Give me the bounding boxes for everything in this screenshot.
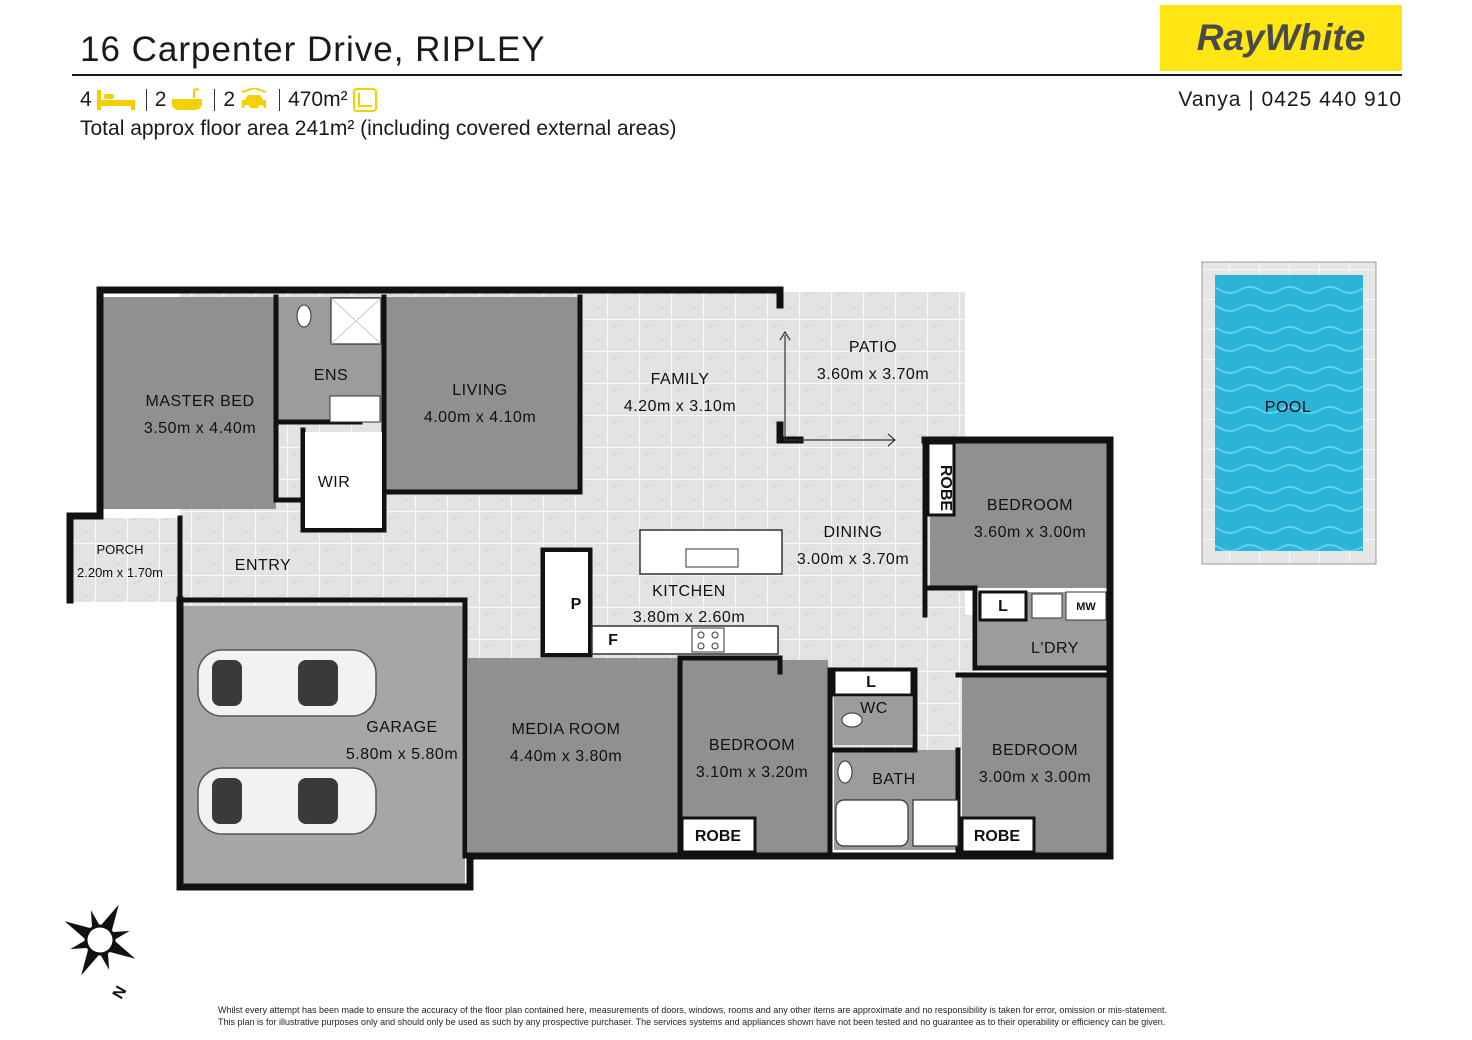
laundry-tub-icon xyxy=(1031,593,1063,619)
bath-basin-icon xyxy=(837,760,853,784)
laundry-label: L'DRY xyxy=(1031,640,1079,657)
cooktop-icon xyxy=(691,627,725,653)
bathroom-count: 2 xyxy=(154,88,167,111)
wir-label: WIR xyxy=(318,474,351,491)
bath-icon xyxy=(172,88,203,110)
bed-icon xyxy=(96,90,135,110)
microwave-box xyxy=(1065,591,1107,621)
fridge-label: F xyxy=(608,632,618,649)
patio-label: PATIO xyxy=(849,339,897,356)
master-bed-label: MASTER BED xyxy=(145,393,254,410)
property-address: 16 Carpenter Drive, RIPLEY xyxy=(80,30,546,69)
microwave-label: MW xyxy=(1076,601,1096,613)
garage-floor xyxy=(180,606,465,884)
bath-label: BATH xyxy=(872,771,915,788)
linen-laundry xyxy=(978,590,1028,622)
ray-white-logo: RayWhite xyxy=(1160,5,1402,71)
bedroom-east-dims: 3.60m x 3.00m xyxy=(974,524,1086,541)
fixture-labels: ROBE ROBE ROBE P F L L MW xyxy=(571,465,1097,845)
compass-north-label: N xyxy=(110,983,131,1002)
robe-east xyxy=(926,441,956,517)
robe-east-label: ROBE xyxy=(937,465,954,512)
master-bed-floor xyxy=(103,297,276,509)
disclaimer: Whilst every attempt has been made to en… xyxy=(218,1004,1318,1028)
master-bed-dims: 3.50m x 4.40m xyxy=(144,420,256,437)
disclaimer-line-1: Whilst every attempt has been made to en… xyxy=(218,1005,1167,1015)
room-labels: MASTER BED 3.50m x 4.40m ENS WIR LIVING … xyxy=(77,339,1311,788)
family-dims: 4.20m x 3.10m xyxy=(624,398,736,415)
vanity-icon xyxy=(329,395,381,423)
bathtub-icon xyxy=(835,799,909,847)
linen-hall xyxy=(832,668,914,697)
wc-toilet-icon xyxy=(841,712,863,728)
robe-se-label: ROBE xyxy=(974,828,1021,845)
kitchen-sink xyxy=(685,548,739,568)
agent-contact: Vanya | 0425 440 910 xyxy=(1178,88,1402,111)
ens-label: ENS xyxy=(314,367,348,384)
porch-label: PORCH xyxy=(97,542,144,557)
wir-box xyxy=(305,432,382,528)
bedroom-east-floor xyxy=(930,443,1110,588)
robe-se xyxy=(960,816,1036,854)
bedroom-se-dims: 3.00m x 3.00m xyxy=(979,769,1091,786)
media-floor xyxy=(468,658,678,853)
patio-arrow-icon xyxy=(779,330,896,447)
disclaimer-line-2: This plan is for illustrative purposes o… xyxy=(218,1017,1166,1027)
land-size-icon xyxy=(352,88,377,112)
car-2-icon xyxy=(197,767,377,835)
bedroom-mid-dims: 3.10m x 3.20m xyxy=(696,764,808,781)
wc-label: WC xyxy=(860,700,888,717)
floor-area-note: Total approx floor area 241m² (including… xyxy=(80,117,677,140)
header-divider xyxy=(72,74,1402,76)
living-label: LIVING xyxy=(452,382,507,399)
robe-mid xyxy=(680,816,757,854)
bath-shower-icon xyxy=(912,799,959,847)
entry-label: ENTRY xyxy=(235,557,291,574)
bedroom-count: 4 xyxy=(80,88,92,111)
family-label: FAMILY xyxy=(651,371,710,388)
stat-separator xyxy=(214,89,216,111)
toilet-icon xyxy=(296,304,312,328)
garage-dims: 5.80m x 5.80m xyxy=(346,746,458,763)
media-dims: 4.40m x 3.80m xyxy=(510,748,622,765)
kitchen-dims: 3.80m x 2.60m xyxy=(633,609,745,626)
stat-separator xyxy=(145,89,147,111)
compass-icon xyxy=(64,904,136,976)
patio-dims: 3.60m x 3.70m xyxy=(817,366,929,383)
pantry-label: P xyxy=(571,596,582,613)
car-icon xyxy=(241,88,267,111)
property-stats: 4 2 2 470m² xyxy=(80,86,380,114)
living-dims: 4.00m x 4.10m xyxy=(424,409,536,426)
bedroom-se-label: BEDROOM xyxy=(992,742,1078,759)
car-count: 2 xyxy=(223,88,236,111)
pantry-box xyxy=(545,552,588,653)
bedroom-east-label: BEDROOM xyxy=(987,497,1073,514)
dining-label: DINING xyxy=(824,524,883,541)
porch-floor xyxy=(68,518,180,602)
stat-separator xyxy=(279,89,281,111)
pool-water xyxy=(1215,275,1363,551)
media-label: MEDIA ROOM xyxy=(511,721,620,738)
land-size: 470m² xyxy=(288,88,348,111)
kitchen-label: KITCHEN xyxy=(652,583,726,600)
logo-text: RayWhite xyxy=(1196,17,1366,58)
garage-label: GARAGE xyxy=(366,719,437,736)
robe-mid-label: ROBE xyxy=(695,828,742,845)
dining-dims: 3.00m x 3.70m xyxy=(797,551,909,568)
pool-label: POOL xyxy=(1265,399,1311,416)
kitchen-bench xyxy=(591,625,779,655)
bedroom-mid-label: BEDROOM xyxy=(709,737,795,754)
linen-laundry-label: L xyxy=(998,598,1008,615)
linen-hall-label: L xyxy=(866,674,876,691)
living-floor xyxy=(386,297,579,492)
porch-dims: 2.20m x 1.70m xyxy=(77,565,163,580)
car-1-icon xyxy=(197,649,377,717)
